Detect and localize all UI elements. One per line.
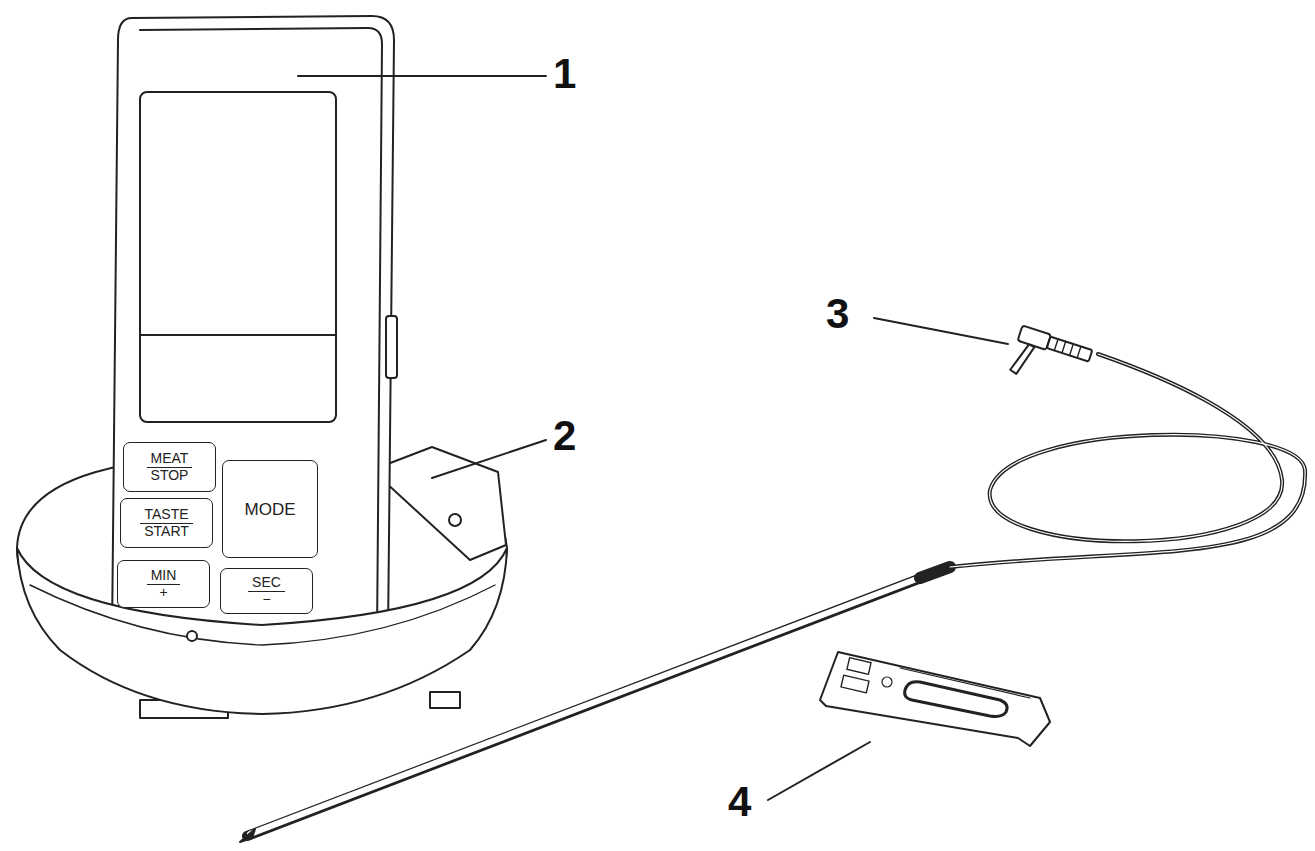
device-body xyxy=(112,16,394,636)
button-label: MODE xyxy=(241,502,300,517)
display-screen xyxy=(140,92,336,422)
button-label: − xyxy=(258,592,274,607)
button-label: START xyxy=(140,524,193,539)
screen-divider xyxy=(140,334,336,336)
probe-cable-core xyxy=(950,354,1305,567)
button-label: MEAT xyxy=(147,451,193,468)
button-label: MIN xyxy=(147,568,181,585)
probe-sleeve xyxy=(920,567,950,578)
callout-number: 1 xyxy=(553,52,576,96)
button-label: STOP xyxy=(147,468,193,483)
side-button xyxy=(386,316,397,378)
callout-number: 4 xyxy=(728,780,751,824)
leader-lines xyxy=(298,76,1008,800)
base-dot xyxy=(187,631,197,641)
control-button: TASTESTART xyxy=(120,498,213,548)
base-foot xyxy=(430,692,460,708)
probe-clip xyxy=(820,652,1050,746)
button-label: TASTE xyxy=(140,507,192,524)
base-fin xyxy=(372,447,506,560)
callout-number: 3 xyxy=(826,292,849,336)
button-label: + xyxy=(155,585,171,600)
control-button: MIN+ xyxy=(117,560,210,608)
control-button: SEC− xyxy=(220,568,313,614)
base-rim xyxy=(30,585,495,645)
control-button: MODE xyxy=(222,460,318,558)
probe-tip xyxy=(240,829,255,842)
control-button: MEATSTOP xyxy=(123,442,216,492)
probe-cable xyxy=(950,354,1305,567)
callout-number: 2 xyxy=(553,414,576,458)
jack-plug xyxy=(1008,325,1093,394)
base-hole xyxy=(449,514,461,526)
base-front xyxy=(17,548,507,714)
button-label: SEC xyxy=(248,575,285,592)
